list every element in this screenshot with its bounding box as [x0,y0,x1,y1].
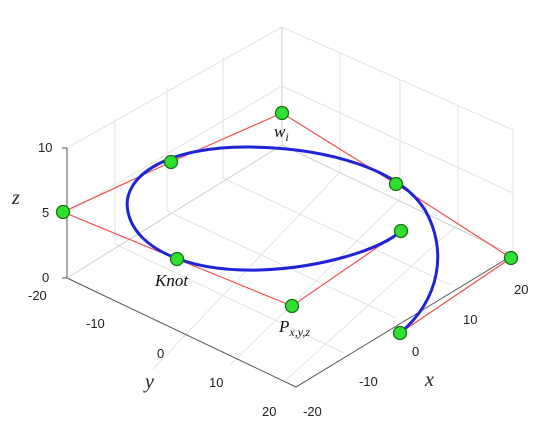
control-point [392,325,408,341]
x-tick-label: 20 [514,282,528,297]
weight-base: w [274,122,286,141]
point-subscript: x,y,z [288,325,310,339]
back-grid [66,26,514,382]
control-point [55,204,71,220]
control-point [393,223,409,239]
grid-line [222,177,452,286]
knot-annotation: Knot [154,271,189,290]
x-tick-label: -20 [303,404,322,419]
weight-annotation: wi [274,122,289,144]
grid-line [66,26,514,149]
control-points [55,105,519,341]
x-tick-label: 10 [463,312,477,327]
grid-line [284,223,459,382]
y-tick-label: 0 [157,346,164,361]
x-axis-ticks: -20 -10 0 10 20 [303,282,528,419]
y-tick-label: -10 [86,316,105,331]
control-point [163,154,179,170]
control-point [169,251,185,267]
x-tick-label: 0 [412,344,419,359]
grid-line [114,243,345,354]
x-axis-label: x [424,369,434,391]
axis-box-floor-back [66,144,514,279]
y-tick-label: -20 [28,288,47,303]
control-point [388,176,404,192]
control-point [274,105,290,121]
grid-line [228,198,401,367]
control-point [503,250,519,266]
y-axis-label: y [143,371,154,393]
control-point [284,298,300,314]
y-axis-ticks: -20 -10 0 10 20 [28,288,276,419]
z-axis-label: z [11,187,20,209]
z-tick-label: 5 [42,205,49,220]
point-annotation: Px,y,z [278,317,310,339]
nurbs-curve [125,145,440,335]
point-base: P [278,317,289,336]
grid-line [166,210,397,319]
z-tick-label: 0 [42,270,49,285]
y-tick-label: 10 [209,375,223,390]
y-tick-label: 20 [262,404,276,419]
x-tick-label: -10 [359,374,378,389]
weight-subscript: i [285,130,288,144]
z-tick-label: 10 [38,140,52,155]
